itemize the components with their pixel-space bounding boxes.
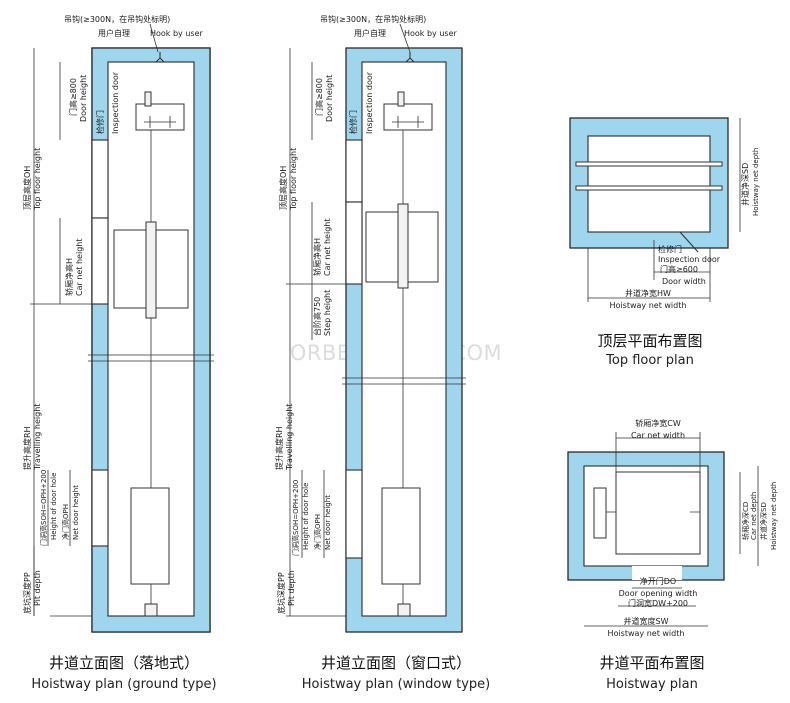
plan-caption-en: Hoistway plan bbox=[606, 677, 698, 692]
window-insp-en: Inspection door bbox=[365, 71, 374, 134]
window-counterweight bbox=[381, 487, 421, 585]
window-car-en: Car net height bbox=[323, 219, 332, 277]
plan-cd-cn: 轿厢净深CD bbox=[741, 502, 750, 540]
ground-hook-cn: 吊钩(≥300N，在吊钩处标明) bbox=[64, 14, 170, 24]
plan-sw-cn: 井道宽度SW bbox=[624, 616, 669, 626]
window-caption-cn: 井道立面图（窗口式） bbox=[321, 654, 471, 672]
ground-car-cn: 轿厢净高H bbox=[64, 258, 74, 296]
top-floor-door-swing bbox=[679, 231, 710, 253]
ground-counterweight bbox=[130, 487, 170, 585]
window-car-door-opening bbox=[345, 201, 363, 285]
window-hook-en: Hook by user bbox=[404, 29, 457, 38]
top-insp-cn: 检修门 bbox=[658, 244, 682, 254]
ground-oph-cn: 净门高OPH bbox=[61, 504, 70, 540]
top-floor-interior bbox=[587, 135, 711, 233]
top-insp-en: Inspection door bbox=[658, 255, 721, 264]
window-hook-icon bbox=[405, 52, 415, 63]
plan-do-cn: 净开门DO bbox=[640, 576, 676, 586]
window-buffer bbox=[397, 603, 411, 617]
window-car-frame bbox=[397, 203, 409, 289]
top-sd-cn: 井道净深SD bbox=[740, 163, 750, 206]
window-insp-cn: 检修门 bbox=[348, 110, 358, 134]
plan-cw-en: Car net width bbox=[631, 431, 685, 440]
window-inspection-opening bbox=[345, 139, 363, 203]
window-step-en: Step height bbox=[323, 290, 332, 336]
window-soh-cn: 门洞高SOH=OPH+200 bbox=[291, 480, 300, 556]
ground-motor bbox=[144, 91, 152, 107]
plan-sd-en: Hoistway net depth bbox=[770, 482, 778, 550]
window-oph-en: Net door height bbox=[324, 495, 332, 550]
window-car-cn: 轿厢净高H bbox=[312, 238, 322, 276]
ground-insp-cn: 检修门 bbox=[95, 110, 105, 134]
window-pp-en: Pit depth bbox=[287, 570, 296, 606]
ground-door-cn: 门高≥800 bbox=[68, 78, 78, 116]
ground-car-door-opening bbox=[91, 217, 109, 305]
ground-hook-icon bbox=[155, 52, 165, 63]
window-rh-en: Travelling height bbox=[285, 404, 294, 471]
top-hw-en: Hoistway net width bbox=[610, 301, 687, 310]
hoistway-plan-counterweight bbox=[593, 487, 607, 539]
top-floor-plan bbox=[569, 117, 741, 302]
ground-type-elevation bbox=[30, 47, 214, 633]
ground-floor-door-opening bbox=[91, 469, 109, 547]
plan-do-en: Door opening width bbox=[619, 589, 698, 598]
window-oph-cn: 净门高OPH bbox=[313, 514, 322, 550]
window-soh-en: Height of door hole bbox=[302, 483, 310, 550]
window-hook-cn: 吊钩(≥300N，在吊钩处标明) bbox=[320, 14, 426, 24]
ground-machine bbox=[135, 103, 185, 131]
top-door-cn: 门高≥600 bbox=[660, 264, 698, 274]
plan-cd-en: Car net depth bbox=[750, 492, 758, 540]
ground-pp-cn: 底坑深度PP bbox=[22, 572, 32, 614]
plan-sd-cn: 井道净深SD bbox=[759, 502, 768, 540]
plan-cw-cn: 轿厢净宽CW bbox=[635, 418, 681, 428]
ground-rh-en: Travelling height bbox=[33, 404, 42, 471]
plan-dw-cn: 门洞宽DW+200 bbox=[628, 598, 688, 608]
ground-door-en: Door height bbox=[79, 75, 88, 122]
ground-buffer bbox=[144, 603, 158, 617]
window-hook-cn2: 用户自理 bbox=[354, 28, 386, 38]
ground-hook-en: Hook by user bbox=[150, 29, 203, 38]
ground-soh-en: Height of door hole bbox=[50, 473, 58, 540]
ground-hook-cn2: 用户自理 bbox=[98, 28, 130, 38]
plan-sw-en: Hoistway net width bbox=[608, 629, 685, 638]
ground-insp-en: Inspection door bbox=[111, 71, 120, 134]
window-oh-en: Top floor height bbox=[289, 148, 298, 211]
ground-car-frame bbox=[145, 221, 157, 319]
top-caption-en: Top floor plan bbox=[605, 353, 694, 368]
top-caption-cn: 顶层平面布置图 bbox=[597, 332, 702, 350]
ground-car-en: Car net height bbox=[75, 239, 84, 297]
ground-oh-cn: 顶层高度OH bbox=[22, 166, 32, 210]
hoistway-plan-car bbox=[615, 471, 701, 555]
top-sd-en: Hoistway net depth bbox=[752, 148, 760, 216]
window-oh-cn: 顶层高度OH bbox=[278, 166, 288, 210]
window-type-elevation bbox=[286, 47, 466, 633]
window-floor-door-opening bbox=[345, 469, 363, 559]
window-motor bbox=[397, 91, 405, 107]
window-rh-cn: 提升高度RH bbox=[274, 426, 284, 470]
ground-oph-en: Net door height bbox=[72, 485, 80, 540]
ground-pp-en: Pit depth bbox=[33, 570, 42, 606]
ground-soh-cn: 门洞高SOH=OPH+200 bbox=[39, 470, 48, 546]
window-caption-en: Hoistway plan (window type) bbox=[302, 677, 490, 692]
hoistway-plan-door-gap bbox=[632, 566, 682, 580]
window-step-cn: 台阶高750 bbox=[312, 297, 322, 336]
ground-oh-en: Top floor height bbox=[33, 148, 42, 211]
window-pp-cn: 底坑深度PP bbox=[276, 572, 286, 614]
ground-caption-cn: 井道立面图（落地式） bbox=[49, 654, 199, 672]
top-door-en: Door width bbox=[662, 277, 706, 286]
window-machine bbox=[383, 103, 433, 131]
plan-caption-cn: 井道平面布置图 bbox=[599, 654, 704, 672]
window-door-cn: 门高≥800 bbox=[314, 78, 324, 116]
window-door-en: Door height bbox=[325, 75, 334, 122]
ground-rh-cn: 提升高度RH bbox=[22, 426, 32, 470]
top-hw-cn: 井道净宽HW bbox=[625, 288, 671, 298]
hoistway-plan bbox=[567, 432, 759, 627]
ground-inspection-opening bbox=[91, 139, 109, 219]
ground-caption-en: Hoistway plan (ground type) bbox=[31, 677, 216, 692]
